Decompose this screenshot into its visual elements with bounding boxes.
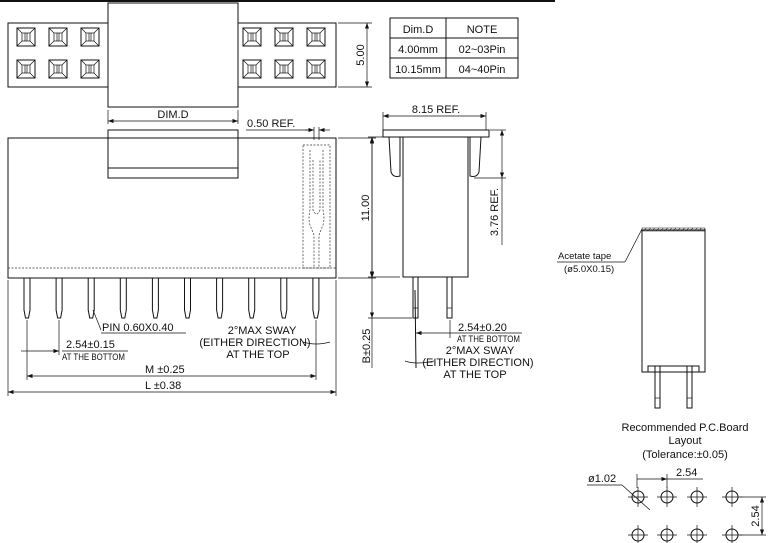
pcb-hole bbox=[657, 487, 677, 507]
pcb-holes bbox=[628, 487, 742, 543]
pin bbox=[23, 278, 31, 319]
pin bbox=[248, 278, 256, 319]
pin-size-label: PIN 0.60X0.40 bbox=[102, 322, 174, 334]
m-dim-label: M ±0.25 bbox=[145, 364, 185, 376]
tape-label: Acetate tape bbox=[558, 251, 611, 262]
pcb-hole bbox=[657, 525, 677, 543]
socket-hole bbox=[242, 59, 262, 79]
pin bbox=[151, 278, 159, 319]
table-cell: 4.00mm bbox=[398, 44, 438, 56]
front-sway-3: AT THE TOP bbox=[226, 349, 289, 361]
table-cell: 10.15mm bbox=[395, 64, 441, 76]
front-pitch-note: AT THE BOTTOM bbox=[62, 352, 125, 363]
pcb-pitch-y: 2.54 bbox=[750, 505, 762, 526]
top-view: 5.00 bbox=[7, 2, 372, 108]
side-width-ref: 8.15 REF. bbox=[412, 104, 460, 116]
socket-hole bbox=[306, 59, 326, 79]
front-view: DIM.D 0.50 REF. 11.00 PIN 0.60X0.40 2.54… bbox=[7, 109, 376, 396]
pcb-hole bbox=[628, 525, 648, 543]
pin bbox=[312, 278, 320, 319]
table-header-dim: Dim.D bbox=[403, 24, 434, 36]
socket-hole bbox=[16, 27, 36, 47]
pins bbox=[23, 278, 320, 319]
pcb-layout: Recommended P.C.Board Layout (Tolerance:… bbox=[587, 422, 766, 543]
pin bbox=[184, 278, 191, 319]
side-sway-2: (EITHER DIRECTION) bbox=[422, 357, 533, 369]
l-dim-label: L ±0.38 bbox=[145, 380, 181, 392]
socket-hole bbox=[80, 27, 100, 47]
pcb-hole bbox=[628, 487, 648, 507]
socket-hole bbox=[274, 59, 294, 79]
pcb-hole bbox=[722, 525, 742, 543]
pcb-title-1: Recommended P.C.Board bbox=[622, 422, 749, 434]
socket-hole bbox=[48, 27, 68, 47]
b-dim-label: B±0.25 bbox=[361, 329, 373, 364]
side-pitch-label: 2.54±0.20 bbox=[458, 322, 507, 334]
tape-view: Acetate tape (ø5.0X0.15) bbox=[557, 227, 706, 409]
table-cell: 02~03Pin bbox=[459, 44, 506, 56]
socket-hole bbox=[48, 59, 68, 79]
socket-hole bbox=[242, 27, 262, 47]
pcb-pitch-x: 2.54 bbox=[676, 467, 697, 479]
pin bbox=[119, 278, 127, 319]
socket-holes bbox=[16, 27, 326, 79]
side-view: 8.15 REF. 3.76 REF. B±0.25 2.54±0.20 AT … bbox=[361, 104, 534, 381]
socket-hole bbox=[16, 59, 36, 79]
front-sway-2: (EITHER DIRECTION) bbox=[199, 337, 310, 349]
pcb-hole bbox=[722, 487, 742, 507]
side-pitch-note: AT THE BOTTOM bbox=[457, 334, 520, 345]
front-height-dim: 11.00 bbox=[360, 195, 372, 222]
side-sway-1: 2°MAX SWAY bbox=[446, 345, 515, 357]
front-sway-1: 2°MAX SWAY bbox=[228, 325, 297, 337]
dim-d-label: DIM.D bbox=[157, 109, 188, 121]
front-pitch-label: 2.54±0.15 bbox=[66, 339, 115, 351]
pcb-title-2: Layout bbox=[668, 435, 701, 447]
hole-dia-label: ø1.02 bbox=[588, 473, 616, 485]
table-header-note: NOTE bbox=[467, 24, 498, 36]
pcb-title-3: (Tolerance:±0.05) bbox=[642, 449, 728, 461]
table-cell: 04~40Pin bbox=[459, 64, 506, 76]
pcb-hole bbox=[687, 525, 707, 543]
pin bbox=[216, 278, 224, 319]
pin bbox=[55, 278, 63, 319]
tape-size-label: (ø5.0X0.15) bbox=[564, 264, 614, 275]
pin bbox=[280, 278, 288, 319]
ref-050-label: 0.50 REF. bbox=[247, 118, 295, 130]
ref-376-label: 3.76 REF. bbox=[489, 188, 501, 236]
socket-hole bbox=[274, 27, 294, 47]
socket-hole bbox=[80, 59, 100, 79]
pcb-hole bbox=[687, 487, 707, 507]
socket-hole bbox=[306, 27, 326, 47]
dim-table: Dim.D NOTE 4.00mm 02~03Pin 10.15mm 04~40… bbox=[389, 17, 519, 79]
pin bbox=[87, 278, 95, 319]
top-height-dim: 5.00 bbox=[355, 44, 367, 65]
side-sway-3: AT THE TOP bbox=[443, 369, 506, 381]
